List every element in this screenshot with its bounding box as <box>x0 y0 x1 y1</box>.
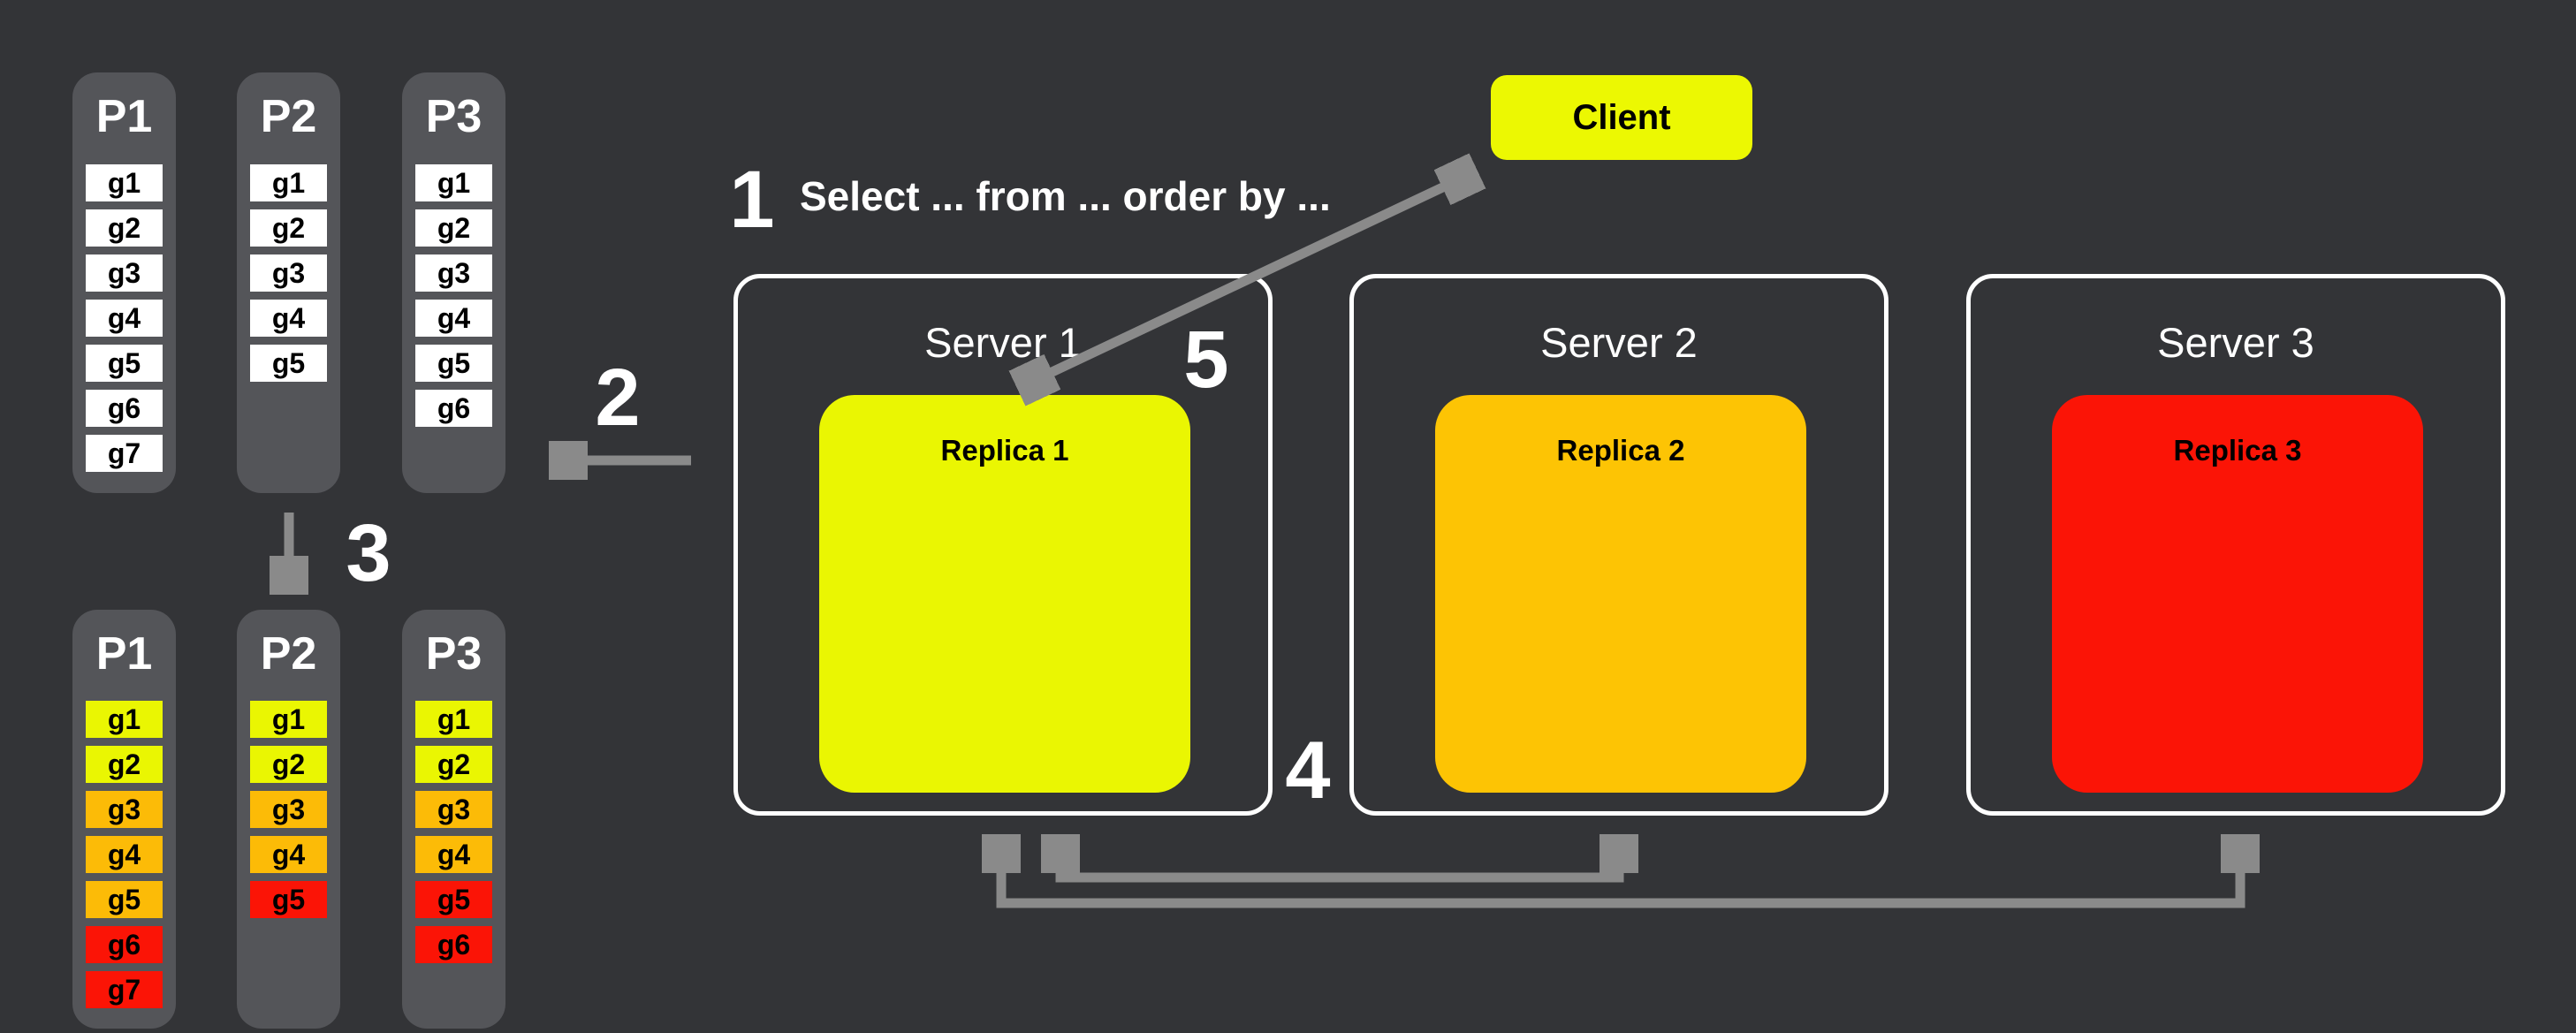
group-cell: g3 <box>415 254 492 292</box>
group-cell-list: g1 g2 g3 g4 g5 g6 g7 <box>86 701 163 1016</box>
group-cell: g1 <box>415 701 492 738</box>
group-cell: g2 <box>86 746 163 783</box>
group-cell: g2 <box>415 746 492 783</box>
group-cell: g6 <box>415 926 492 963</box>
group-cell: g2 <box>250 209 327 247</box>
partition-top-p2: P2 g1 g2 g3 g4 g5 <box>237 72 340 493</box>
group-cell: g5 <box>415 881 492 918</box>
partition-bottom-p2: P2 g1 g2 g3 g4 g5 <box>237 610 340 1029</box>
step-5-number: 5 <box>1183 315 1229 405</box>
partition-title: P2 <box>260 628 317 680</box>
step-4-number: 4 <box>1285 725 1331 816</box>
group-cell-list: g1 g2 g3 g4 g5 g6 g7 <box>86 164 163 480</box>
group-cell: g7 <box>86 435 163 472</box>
partition-title: P1 <box>95 628 153 680</box>
group-cell: g3 <box>86 254 163 292</box>
group-cell: g1 <box>250 701 327 738</box>
replica-2-box: Replica 2 <box>1435 395 1806 793</box>
group-cell-list: g1 g2 g3 g4 g5 <box>250 164 327 390</box>
group-cell: g2 <box>415 209 492 247</box>
group-cell-list: g1 g2 g3 g4 g5 g6 <box>415 164 492 435</box>
group-cell: g2 <box>250 746 327 783</box>
group-cell: g6 <box>415 390 492 427</box>
group-cell: g2 <box>86 209 163 247</box>
replica-1-label: Replica 1 <box>940 434 1069 467</box>
step-1-number: 1 <box>729 155 775 245</box>
partition-title: P2 <box>260 91 317 142</box>
server-2-label: Server 2 <box>1540 319 1698 366</box>
group-cell: g6 <box>86 926 163 963</box>
group-cell: g5 <box>415 345 492 382</box>
group-cell-list: g1 g2 g3 g4 g5 g6 <box>415 701 492 971</box>
group-cell: g6 <box>86 390 163 427</box>
arrow-replication-server1-server3 <box>1001 846 2240 908</box>
replica-1-box: Replica 1 <box>819 395 1190 793</box>
partition-top-p3: P3 g1 g2 g3 g4 g5 g6 <box>402 72 505 493</box>
group-cell: g3 <box>250 254 327 292</box>
group-cell: g4 <box>250 836 327 873</box>
partition-bottom-p1: P1 g1 g2 g3 g4 g5 g6 g7 <box>72 610 176 1029</box>
partition-top-p1: P1 g1 g2 g3 g4 g5 g6 g7 <box>72 72 176 493</box>
replica-3-box: Replica 3 <box>2052 395 2423 793</box>
client-label: Client <box>1572 97 1671 137</box>
group-cell-list: g1 g2 g3 g4 g5 <box>250 701 327 926</box>
group-cell: g3 <box>86 791 163 828</box>
client-box: Client <box>1491 75 1752 160</box>
group-cell: g1 <box>86 701 163 738</box>
group-cell: g3 <box>415 791 492 828</box>
arrow-replication-server1-server2 <box>1060 846 1619 883</box>
partition-title: P1 <box>95 91 153 142</box>
group-cell: g5 <box>86 881 163 918</box>
group-cell: g1 <box>415 164 492 201</box>
group-cell: g1 <box>86 164 163 201</box>
group-cell: g5 <box>250 881 327 918</box>
group-cell: g4 <box>415 300 492 337</box>
group-cell: g4 <box>415 836 492 873</box>
group-cell: g7 <box>86 971 163 1008</box>
step-1-query-text: Select ... from ... order by ... <box>800 173 1331 219</box>
replica-2-label: Replica 2 <box>1556 434 1685 467</box>
partition-title: P3 <box>425 628 483 680</box>
step-3-number: 3 <box>346 508 391 598</box>
group-cell: g4 <box>250 300 327 337</box>
partition-bottom-p3: P3 g1 g2 g3 g4 g5 g6 <box>402 610 505 1029</box>
server-3-label: Server 3 <box>2157 319 2314 366</box>
group-cell: g5 <box>250 345 327 382</box>
step-2-number: 2 <box>595 353 641 443</box>
server-2-box: Server 2 Replica 2 <box>1349 274 1888 816</box>
group-cell: g3 <box>250 791 327 828</box>
partition-title: P3 <box>425 91 483 142</box>
group-cell: g5 <box>86 345 163 382</box>
group-cell: g1 <box>250 164 327 201</box>
group-cell: g4 <box>86 300 163 337</box>
server-3-box: Server 3 Replica 3 <box>1966 274 2505 816</box>
replica-3-label: Replica 3 <box>2173 434 2302 467</box>
group-cell: g4 <box>86 836 163 873</box>
server-1-box: Server 1 Replica 1 <box>733 274 1273 816</box>
